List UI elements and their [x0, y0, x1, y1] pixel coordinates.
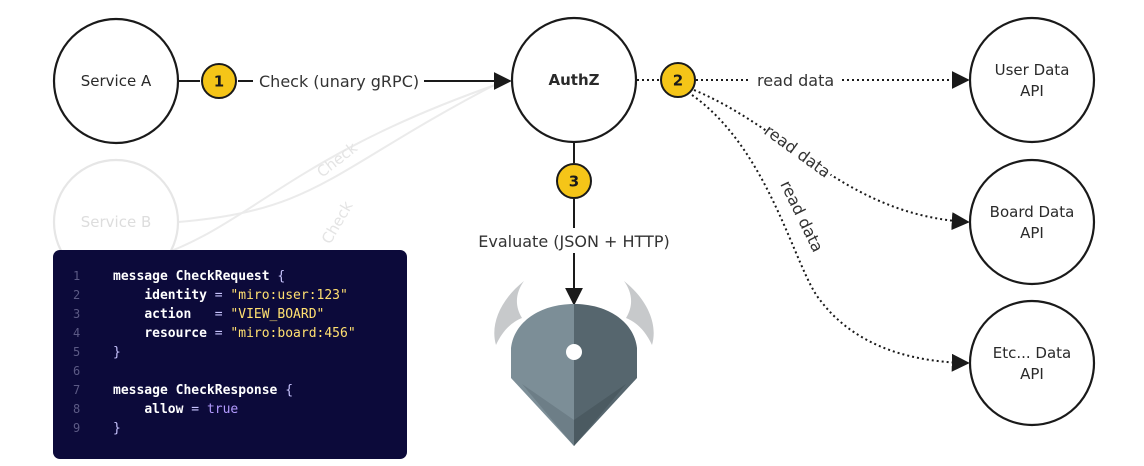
code-line-5: 5} [73, 343, 397, 362]
badge-1-number: 1 [214, 73, 224, 91]
line-number: 6 [73, 364, 81, 378]
read-data-edges [637, 71, 970, 372]
etc-data-api-label-line2: API [1020, 365, 1044, 383]
code-brace: } [113, 421, 121, 436]
badge-1-circle [201, 63, 237, 99]
protobuf-code-snippet: 1 message CheckRequest { 2 identity = "mi… [53, 250, 407, 459]
etc-data-api-node: Etc... Data API [968, 299, 1096, 427]
service-b-label: Service B [81, 213, 152, 231]
badge-3: 3 [556, 163, 592, 199]
user-data-api-label-line2: API [1020, 82, 1044, 100]
code-equals: = [214, 288, 223, 303]
line-number: 8 [73, 402, 81, 416]
board-data-api-label-line2: API [1020, 224, 1044, 242]
code-line-4: 4 resource = "miro:board:456" [73, 324, 397, 343]
code-line-6: 6 [73, 362, 397, 381]
code-string: "miro:board:456" [230, 326, 356, 341]
code-brace: } [113, 345, 121, 360]
code-line-8: 8 allow = true [73, 400, 397, 419]
code-field: allow [144, 402, 184, 417]
code-field: identity [144, 288, 207, 303]
authz-label: AuthZ [548, 71, 599, 89]
opa-horned-helmet-icon [494, 281, 654, 446]
line-number: 7 [73, 383, 81, 397]
service-a-node: Service A [52, 17, 180, 145]
faded-check-edge-2 [139, 83, 499, 263]
line-number: 3 [73, 307, 81, 321]
badge-1: 1 [201, 63, 237, 99]
code-brace: { [277, 269, 286, 284]
badge-2-number: 2 [673, 72, 683, 90]
code-message-name: CheckRequest [175, 269, 270, 284]
line-number: 5 [73, 345, 81, 359]
code-equals: = [191, 402, 200, 417]
line-number: 4 [73, 326, 81, 340]
faded-check-edge-1 [177, 81, 501, 223]
code-equals: = [214, 307, 223, 322]
badge-3-number: 3 [569, 173, 579, 191]
faded-check-label-2: Check [318, 198, 357, 247]
check-unary-label: Check (unary gRPC) [259, 72, 419, 91]
board-data-api-node: Board Data API [968, 158, 1096, 286]
board-data-api-label-line1: Board Data [990, 203, 1075, 221]
read-data-board-label: read data [761, 121, 835, 182]
code-field: action [144, 307, 192, 322]
code-line-3: 3 action = "VIEW_BOARD" [73, 305, 397, 324]
code-message-name: CheckResponse [175, 383, 278, 398]
code-line-7: 7 message CheckResponse { [73, 381, 397, 400]
code-boolean: true [206, 402, 239, 417]
code-keyword: message [113, 383, 168, 398]
read-data-etc-edge [691, 94, 970, 372]
evaluate-label: Evaluate (JSON + HTTP) [478, 232, 669, 251]
code-equals: = [214, 326, 223, 341]
line-number: 2 [73, 288, 81, 302]
code-keyword: message [113, 269, 168, 284]
read-data-user-label: read data [757, 71, 834, 90]
line-number: 1 [73, 269, 81, 283]
service-a-label: Service A [81, 72, 152, 90]
code-brace: { [285, 383, 294, 398]
code-string: "miro:user:123" [230, 288, 348, 303]
user-data-api-label-line1: User Data [995, 61, 1070, 79]
code-line-1: 1 message CheckRequest { [73, 267, 397, 286]
line-number: 9 [73, 421, 81, 435]
badge-2: 2 [660, 62, 696, 98]
badge-2-circle [660, 62, 696, 98]
badge-3-circle [556, 163, 592, 199]
code-line-9: 9} [73, 419, 397, 438]
code-string: "VIEW_BOARD" [230, 307, 325, 322]
check-edge: Check (unary gRPC) [178, 72, 512, 91]
authz-node: AuthZ [510, 16, 638, 144]
code-field: resource [144, 326, 207, 341]
read-data-board-edge [693, 89, 970, 231]
user-data-api-node: User Data API [968, 16, 1096, 144]
etc-data-api-label-line1: Etc... Data [993, 344, 1072, 362]
code-line-2: 2 identity = "miro:user:123" [73, 286, 397, 305]
